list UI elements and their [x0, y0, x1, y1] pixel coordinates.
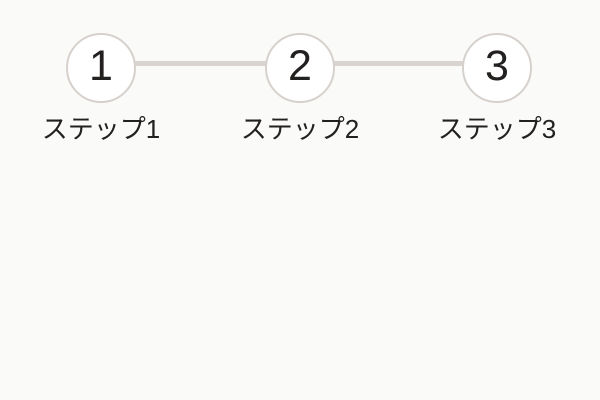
- step-2-circle[interactable]: 2: [265, 33, 335, 103]
- step-2: 2 ステップ2: [200, 33, 400, 145]
- step-1-number: 1: [89, 42, 113, 90]
- step-connector-2-3: [333, 61, 466, 66]
- step-3-label: ステップ3: [437, 114, 557, 144]
- step-3-circle[interactable]: 3: [462, 33, 532, 103]
- step-2-label: ステップ2: [240, 114, 360, 144]
- step-2-number: 2: [288, 42, 312, 90]
- step-connector-1-2: [135, 61, 269, 66]
- step-1: 1 ステップ1: [1, 33, 201, 145]
- step-1-circle[interactable]: 1: [66, 33, 136, 103]
- step-3-number: 3: [485, 42, 509, 90]
- step-3: 3 ステップ3: [397, 33, 597, 145]
- step-1-label: ステップ1: [41, 114, 161, 144]
